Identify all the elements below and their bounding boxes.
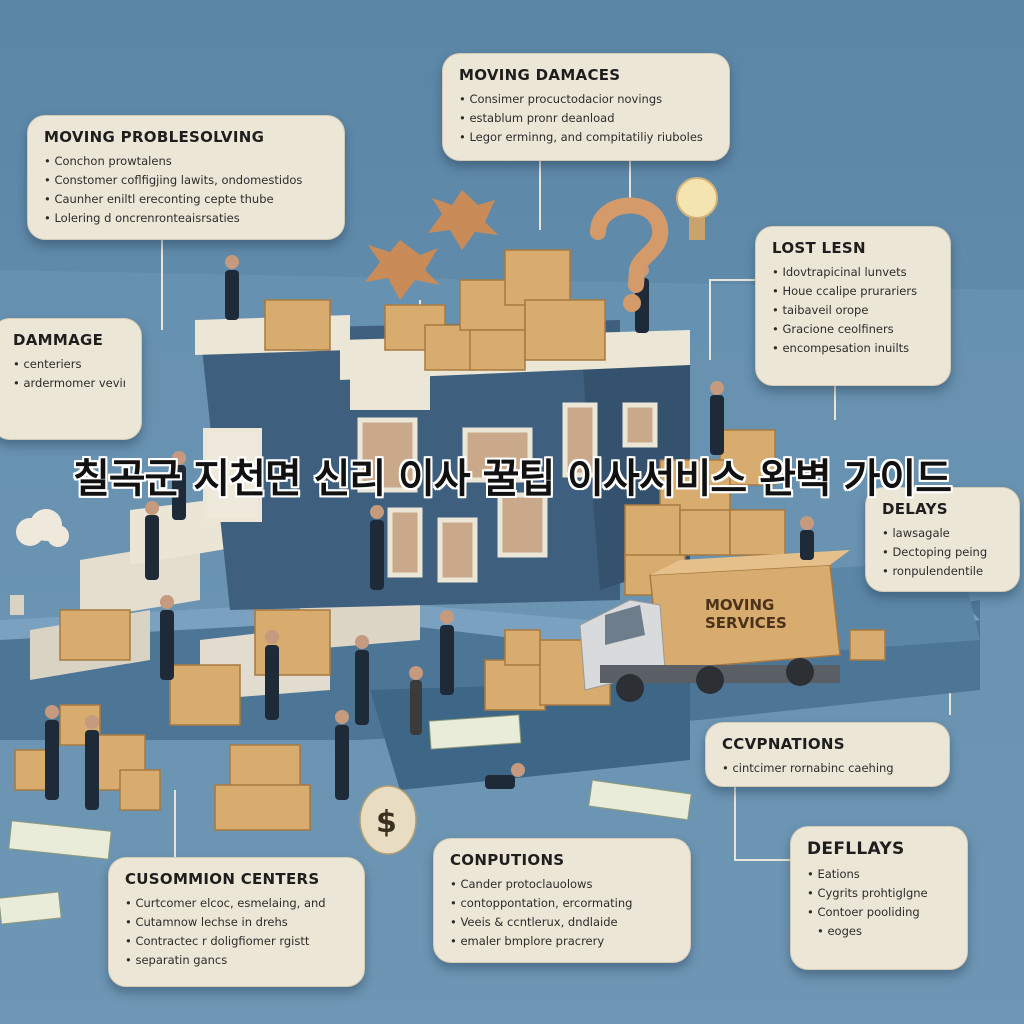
card-item: Conchon prowtalens [44,152,328,171]
svg-text:$: $ [376,805,397,840]
people [45,255,814,810]
card-heading: LOST LESN [772,239,866,257]
card-heading: MOVING DAMACES [459,66,621,84]
card-item: Consimer procuctodacior novings [459,90,713,109]
deflays-card: DEFLLAYS Eations Cygrits prohtiglgne Con… [790,826,968,970]
card-item: Contractec r doligfiomer rgistt [125,932,348,951]
card-item: Cander protoclauolows [450,875,674,894]
problem-solving-card: MOVING PROBLESOLVING Conchon prowtalens … [27,115,345,240]
moving-damages-card: MOVING DAMACES Consimer procuctodacior n… [442,53,730,161]
card-item: Constomer coflfigjing lawits, ondomestid… [44,171,328,190]
card-item: Veeis & ccntlerux, dndlaide [450,913,674,932]
card-item: Contoer pooliding [807,903,951,922]
truck-label-line1: MOVING [705,596,774,614]
cloud-icon [10,509,69,615]
card-item: ardermomer vevings [13,374,125,393]
card-item: cintcimer rornabinc caehing [722,759,933,778]
card-heading: DELAYS [882,500,948,518]
card-item: Cygrits prohtiglgne [807,884,951,903]
money-bag-icon: $ [359,785,417,855]
lightbulb-icon [676,177,718,240]
card-item: Lolering d oncrenronteaisrsaties [44,209,328,228]
card-item: taibaveil orope [772,301,934,320]
lost-card: LOST LESN Idovtrapicinal lunvets Houe cc… [755,226,951,386]
card-item: eoges [807,922,951,941]
damage-card: DAMMAGE centeriers ardermomer vevings [0,318,142,440]
card-heading: DAMMAGE [13,331,104,349]
truck-label-line2: SERVICES [705,614,787,632]
card-heading: CUSOMMION CENTERS [125,870,320,888]
page-title: 칠곡군 지천면 신리 이사 꿀팁 이사서비스 완벽 가이드 [72,456,952,502]
card-item: Curtcomer elcoc, esmelaing, and [125,894,348,913]
card-item: Cutamnow lechse in drehs [125,913,348,932]
card-item: Eations [807,865,951,884]
card-item: Legor erminng, and compitatiliy riuboles [459,128,713,147]
card-item: Idovtrapicinal lunvets [772,263,934,282]
dollar-bill-icon [0,714,692,925]
customion-centers-card: CUSOMMION CENTERS Curtcomer elcoc, esmel… [108,857,365,987]
card-item: establum pronr deanload [459,109,713,128]
maple-leaves [365,190,498,300]
question-mark-icon [590,197,669,312]
card-item: centeriers [13,355,125,374]
conputions-card: CONPUTIONS Cander protoclauolows contopp… [433,838,691,963]
delays-card: DELAYS lawsagale Dectoping peing ronpule… [865,487,1020,592]
card-heading: DEFLLAYS [807,839,905,859]
card-item: ronpulendentile [882,562,1003,581]
card-heading: MOVING PROBLESOLVING [44,128,265,146]
covenations-card: CCVPNATIONS cintcimer rornabinc caehing [705,722,950,787]
card-item: Dectoping peing [882,543,1003,562]
moving-boxes [14,249,886,831]
moving-truck: MOVING SERVICES [579,550,850,702]
card-heading: CCVPNATIONS [722,735,845,753]
card-item: encompesation inuilts [772,339,934,358]
card-item: Gracione ceolfiners [772,320,934,339]
card-item: separatin gancs [125,951,348,970]
card-item: emaler bmplore pracrery [450,932,674,951]
card-item: lawsagale [882,524,1003,543]
card-heading: CONPUTIONS [450,851,565,869]
house [195,315,690,610]
card-item: Houe ccalipe prurariers [772,282,934,301]
card-item: contoppontation, ercormating [450,894,674,913]
card-item: Caunher eniltl ereconting cepte thube [44,190,328,209]
